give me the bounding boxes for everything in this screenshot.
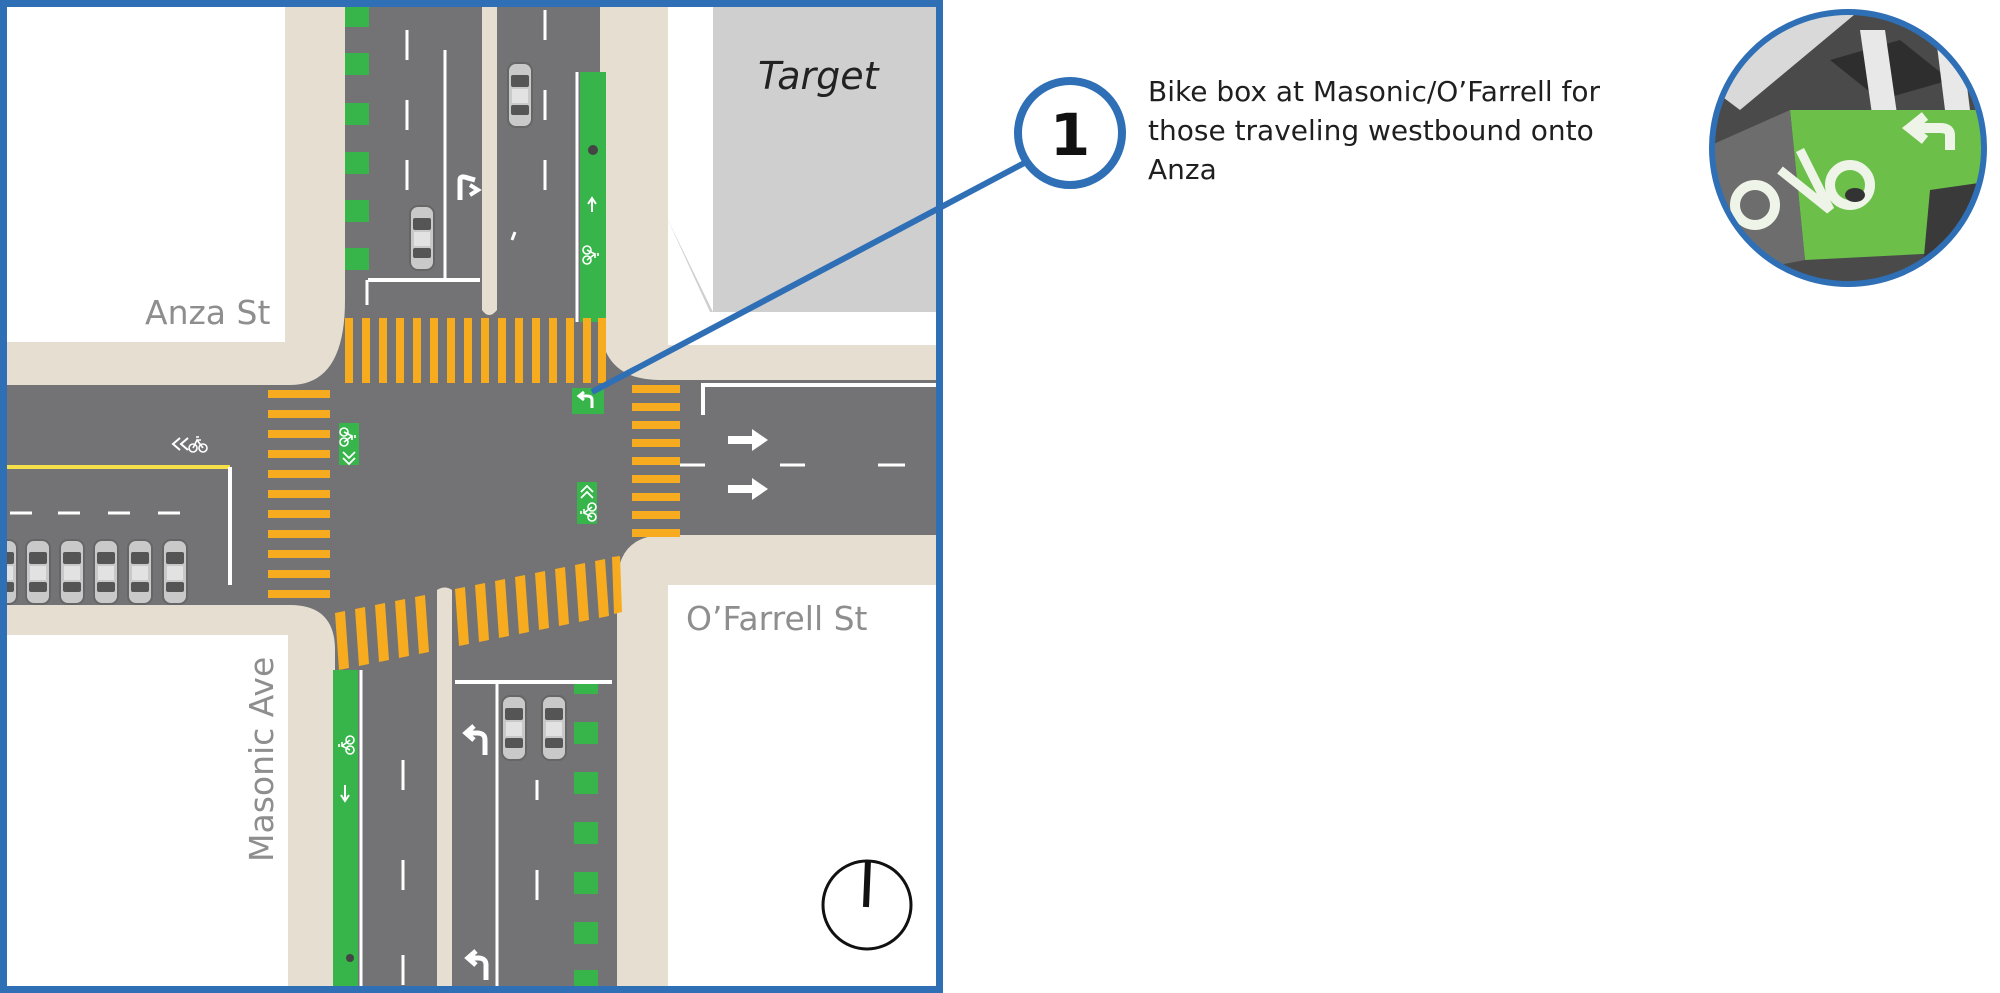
bike-box-photo bbox=[1709, 9, 1987, 287]
bike-lane-south bbox=[333, 670, 358, 988]
bike-lane-marking-west bbox=[339, 423, 359, 465]
bike-box bbox=[572, 388, 604, 414]
car-icon bbox=[507, 62, 533, 128]
street-label-masonic: Masonic Ave bbox=[242, 657, 281, 862]
crosswalk-west bbox=[268, 390, 330, 598]
lane-lines-east bbox=[701, 383, 938, 415]
crosswalk-north bbox=[345, 318, 606, 383]
car-icon bbox=[409, 205, 435, 271]
building-target bbox=[668, 5, 938, 312]
car-icon bbox=[541, 695, 567, 761]
bike-symbol-icon bbox=[171, 436, 208, 453]
map-frame bbox=[0, 0, 943, 993]
turn-arrow-icon bbox=[464, 949, 489, 980]
bike-symbol-icon bbox=[588, 145, 598, 155]
callout-leader bbox=[590, 157, 1032, 395]
car-icon bbox=[501, 695, 527, 761]
street-label-ofarrell: O’Farrell St bbox=[686, 599, 868, 638]
green-dashes-south bbox=[574, 684, 598, 988]
median-north bbox=[482, 5, 497, 315]
turn-arrow-icon bbox=[462, 724, 488, 755]
crosswalk-south bbox=[335, 556, 622, 670]
center-line-west bbox=[5, 465, 230, 469]
callout-number: 1 bbox=[1050, 101, 1090, 169]
north-arrow-icon bbox=[821, 859, 913, 951]
callout-marker bbox=[1014, 77, 1126, 189]
green-dashes-north bbox=[345, 5, 369, 270]
callout-description: Bike box at Masonic/O’Farrell for those … bbox=[1148, 75, 1601, 186]
street-label-anza: Anza St bbox=[145, 293, 270, 332]
lane-lines-south bbox=[401, 760, 539, 985]
turn-arrow-icon bbox=[457, 174, 476, 200]
lane-lines-north bbox=[365, 10, 547, 305]
building-label-target: Target bbox=[758, 54, 881, 98]
turn-arrow-icon bbox=[728, 429, 768, 500]
median-south bbox=[437, 587, 452, 988]
bike-lane-north bbox=[580, 72, 606, 322]
block-sw bbox=[5, 635, 288, 988]
map-area: Anza St O’Farrell St Masonic Ave Target bbox=[5, 5, 938, 988]
crosswalk-east bbox=[632, 385, 680, 537]
